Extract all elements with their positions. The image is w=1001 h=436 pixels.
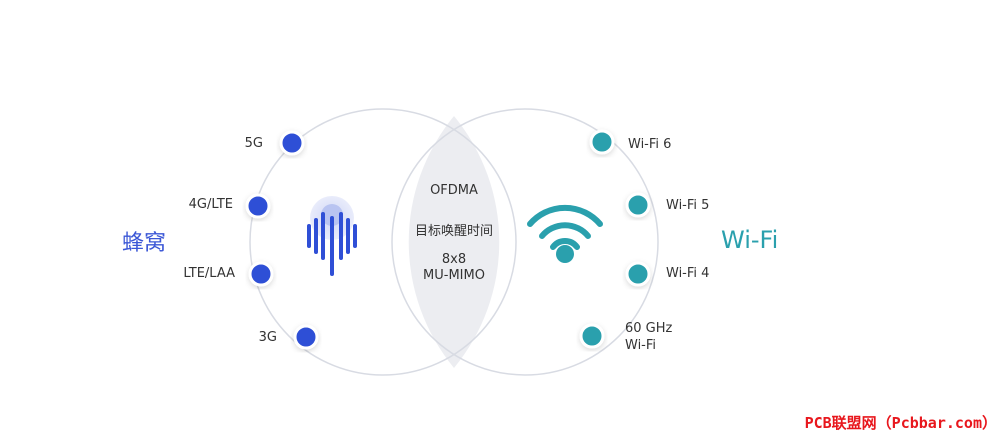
label-60ghz-line2: Wi-Fi: [625, 338, 657, 353]
cellular-antenna-icon: [307, 196, 357, 276]
label-5g: 5G: [244, 136, 263, 151]
label-4g-lte: 4G/LTE: [188, 197, 233, 212]
dot-4g: [245, 193, 271, 219]
wifi-title: Wi-Fi: [721, 226, 779, 254]
label-60ghz-line1: 60 GHz: [625, 321, 673, 336]
overlap-ofdma: OFDMA: [430, 183, 478, 198]
label-wifi6: Wi-Fi 6: [628, 137, 672, 152]
dot-3g: [293, 324, 319, 350]
overlap-twt: 目标唤醒时间: [414, 224, 493, 239]
dot-5g: [279, 130, 305, 156]
dot-wifi5: [625, 192, 651, 218]
label-3g: 3G: [258, 330, 277, 345]
wifi-circle: [391, 108, 659, 376]
label-lte-laa: LTE/LAA: [183, 266, 235, 281]
label-60ghz-wifi: 60 GHz Wi-Fi: [625, 320, 672, 354]
wifi-dots: [579, 129, 651, 349]
label-wifi5: Wi-Fi 5: [666, 198, 710, 213]
dot-wifi6: [589, 129, 615, 155]
cellular-circle: [249, 108, 517, 376]
wifi-icon: [527, 204, 603, 263]
cellular-title: 蜂窝: [122, 231, 167, 256]
dot-wifi4: [625, 261, 651, 287]
dot-60ghz: [579, 323, 605, 349]
site-watermark: PCB联盟网（Pcbbar.com）: [804, 414, 997, 432]
overlap-mu-mimo: MU-MIMO: [423, 268, 485, 283]
overlap-8x8: 8x8: [441, 252, 467, 267]
overlap-region: [408, 116, 500, 368]
label-wifi4: Wi-Fi 4: [666, 266, 710, 281]
cellular-dots: [245, 130, 319, 350]
dot-lte-laa: [248, 261, 274, 287]
